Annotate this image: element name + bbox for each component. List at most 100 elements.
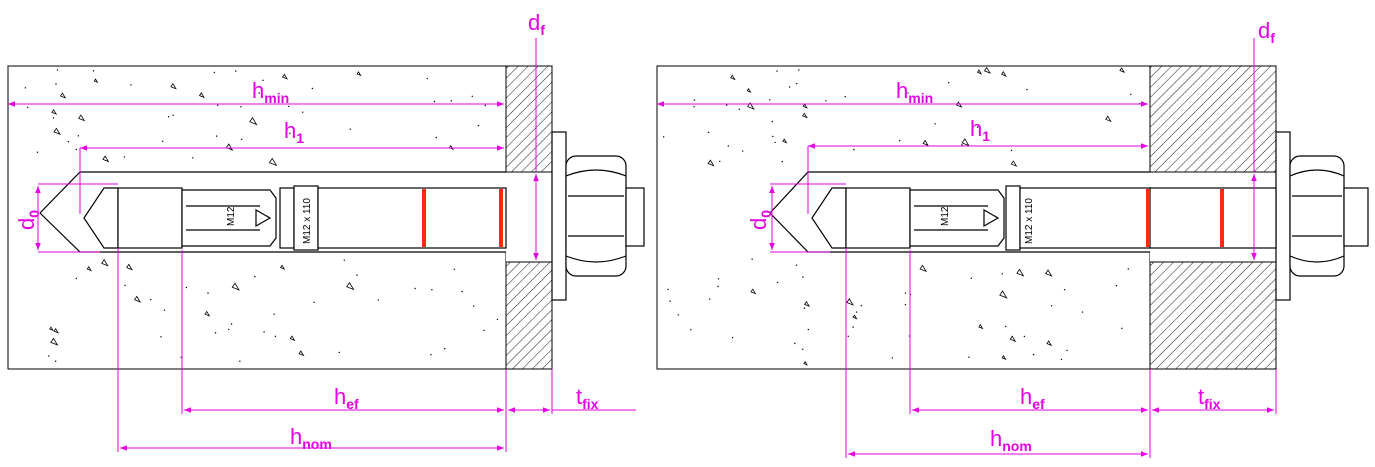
aggregate-dot [239,360,241,362]
aggregate-mark [279,264,286,270]
label-h-ef: hef [334,384,359,412]
aggregate-dot [1032,353,1035,356]
aggregate-dot [795,264,798,266]
aggregate-dot [214,332,217,334]
aggregate-dot [1010,149,1013,152]
aggregate-dot [898,140,901,142]
aggregate-mark [978,324,984,330]
aggregate-dot [130,84,132,86]
aggregate-mark [1046,340,1053,347]
aggregate-dot [707,131,710,134]
aggregate-dot [431,289,433,291]
aggregate-dot [948,81,950,84]
aggregate-dot [794,342,796,345]
aggregate-dot [807,328,810,331]
aggregate-dot [776,281,779,284]
aggregate-dot [669,300,671,302]
label-t-fix: tfix [1198,384,1221,412]
aggregate-dot [450,100,453,102]
aggregate-mark [289,335,296,342]
aggregate-mark [134,295,142,303]
aggregate-dot [263,331,265,333]
aggregate-dot [904,292,907,294]
aggregate-dot [662,136,665,138]
aggregate-dot [426,77,429,80]
aggregate-dot [167,116,170,118]
aggregate-mark [231,282,240,291]
aggregate-dot [825,100,827,102]
aggregate-dot [483,329,485,332]
aggregate-mark [983,66,991,74]
aggregate-dot [207,292,209,294]
aggregate-mark [346,281,355,291]
aggregate-mark [1016,268,1025,277]
anchor-size-marking: M12 [226,206,237,226]
aggregate-dot [803,307,806,309]
label-h-1: h1 [970,116,990,144]
aggregate-dot [496,318,499,321]
aggregate-mark [49,326,54,332]
aggregate-dot [852,326,854,328]
aggregate-dot [162,140,164,143]
aggregate-dot [844,95,846,98]
aggregate-mark [750,288,757,295]
aggregate-dot [262,79,264,82]
hex-nut [565,155,627,277]
aggregate-mark [204,310,211,317]
aggregate-dot [907,92,909,94]
aggregate-mark [746,87,752,93]
aggregate-dot [968,356,970,358]
aggregate-mark [1001,355,1007,360]
aggregate-dot [788,86,791,88]
aggregate-dot [693,106,695,108]
aggregate-mark [1009,335,1017,343]
label-h-min: hmin [896,78,933,106]
aggregate-dot [891,357,894,359]
aggregate-dot [356,274,358,276]
aggregate-dot [273,313,275,315]
aggregate-mark [78,114,86,122]
aggregate-dot [240,106,242,108]
anchor-length-marking: M12 x 110 [302,198,313,244]
aggregate-dot [430,353,432,356]
aggregate-dot [338,351,340,354]
aggregate-dot [213,71,216,74]
aggregate-dot [771,120,774,123]
aggregate-dot [1115,285,1118,287]
aggregate-dot [1081,311,1084,313]
concrete-texture [662,66,1141,366]
aggregate-dot [725,104,728,106]
aggregate-dot [802,348,804,351]
aggregate-mark [356,71,362,77]
label-h-nom: hnom [290,424,332,452]
aggregate-dot [1050,305,1053,307]
aggregate-dot [343,259,345,261]
aggregate-dot [377,299,380,301]
aggregate-dot [52,117,55,119]
aggregate-dot [772,135,774,138]
aggregate-dot [774,141,776,144]
aggregate-dot [227,328,230,331]
aggregate-dot [92,70,95,72]
aggregate-mark [803,360,808,366]
aggregate-dot [961,144,963,146]
aggregate-mark [1119,67,1126,74]
aggregate-dot [1026,88,1028,91]
right-view: M12 M12 x 110 df hmin h1 d0 hef tfix hno… [656,18,1369,458]
aggregate-dot [1127,268,1129,270]
aggregate-dot [727,145,729,147]
aggregate-dot [172,114,174,116]
aggregate-mark [1045,269,1053,277]
fixture-plate-upper [505,65,553,173]
aggregate-mark [298,350,305,357]
aggregate-mark [53,328,60,334]
aggregate-dot [36,151,39,153]
aggregate-dot [690,329,692,331]
fixture-plate-lower [505,261,553,370]
aggregate-dot [741,150,744,152]
aggregate-dot [904,304,907,306]
aggregate-dot [160,336,162,338]
threaded-rod-end [1343,187,1369,247]
